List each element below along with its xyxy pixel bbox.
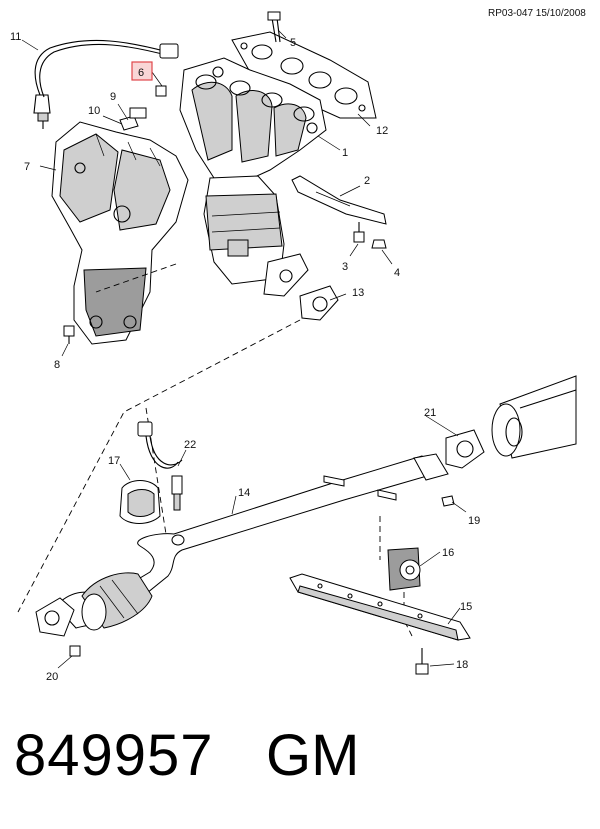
callout-1: 1: [342, 147, 348, 159]
callout-17: 17: [108, 455, 120, 467]
callout-4: 4: [394, 267, 400, 279]
callout-10: 10: [88, 105, 100, 117]
flange-nut: [69, 645, 81, 657]
callout-11: 11: [10, 31, 21, 43]
callout-13: 13: [352, 287, 364, 299]
brand-name: GM: [266, 723, 360, 788]
callout-21: 21: [424, 407, 436, 419]
stud-bolt: [267, 11, 281, 43]
callout-15: 15: [460, 601, 472, 613]
part-number: 849957: [14, 723, 214, 788]
lower-oxygen-sensor: [137, 421, 183, 511]
rear-muffler: [491, 375, 577, 459]
callout-7: 7: [24, 161, 30, 173]
bracket-bolt: [353, 222, 365, 243]
callout-8: 8: [54, 359, 60, 371]
nut: [441, 495, 455, 507]
callout-6: 6: [138, 67, 144, 79]
sensor-nut: [155, 85, 167, 97]
leader-lines: [21, 29, 467, 669]
support-crossmember: [289, 573, 471, 641]
callout-3: 3: [342, 261, 348, 273]
front-exhaust-pipe: [35, 453, 449, 637]
callout-22: 22: [184, 439, 196, 451]
heat-shield-bolt: [63, 325, 75, 344]
flange-gasket: [299, 285, 339, 321]
callout-2: 2: [364, 175, 370, 187]
heat-shield-bracket: [291, 175, 387, 225]
callout-20: 20: [46, 671, 58, 683]
callout-19: 19: [468, 515, 480, 527]
callout-9: 9: [110, 91, 116, 103]
manifold-heat-shield: [51, 121, 189, 345]
callout-5: 5: [290, 37, 296, 49]
exhaust-manifold: [179, 57, 327, 297]
callout-12: 12: [376, 125, 388, 137]
callout-6-highlight-box: [131, 61, 153, 81]
muffler-flange-gasket: [445, 429, 485, 469]
callout-18: 18: [456, 659, 468, 671]
callout-14: 14: [238, 487, 250, 499]
bracket-nut: [371, 239, 387, 249]
crossmember-bolt: [415, 648, 429, 675]
sensor-heat-shield: [119, 480, 161, 524]
upper-oxygen-sensor: [33, 39, 179, 129]
diagram-reference-date: RP03-047 15/10/2008: [488, 8, 586, 19]
heat-shield-screw: [119, 107, 147, 131]
callout-labels: 11 5 6 9 10 12 1 7 2 3 4 13 8 21 22 17 1…: [10, 31, 480, 683]
callout-16: 16: [442, 547, 454, 559]
rubber-hanger: [387, 547, 421, 591]
